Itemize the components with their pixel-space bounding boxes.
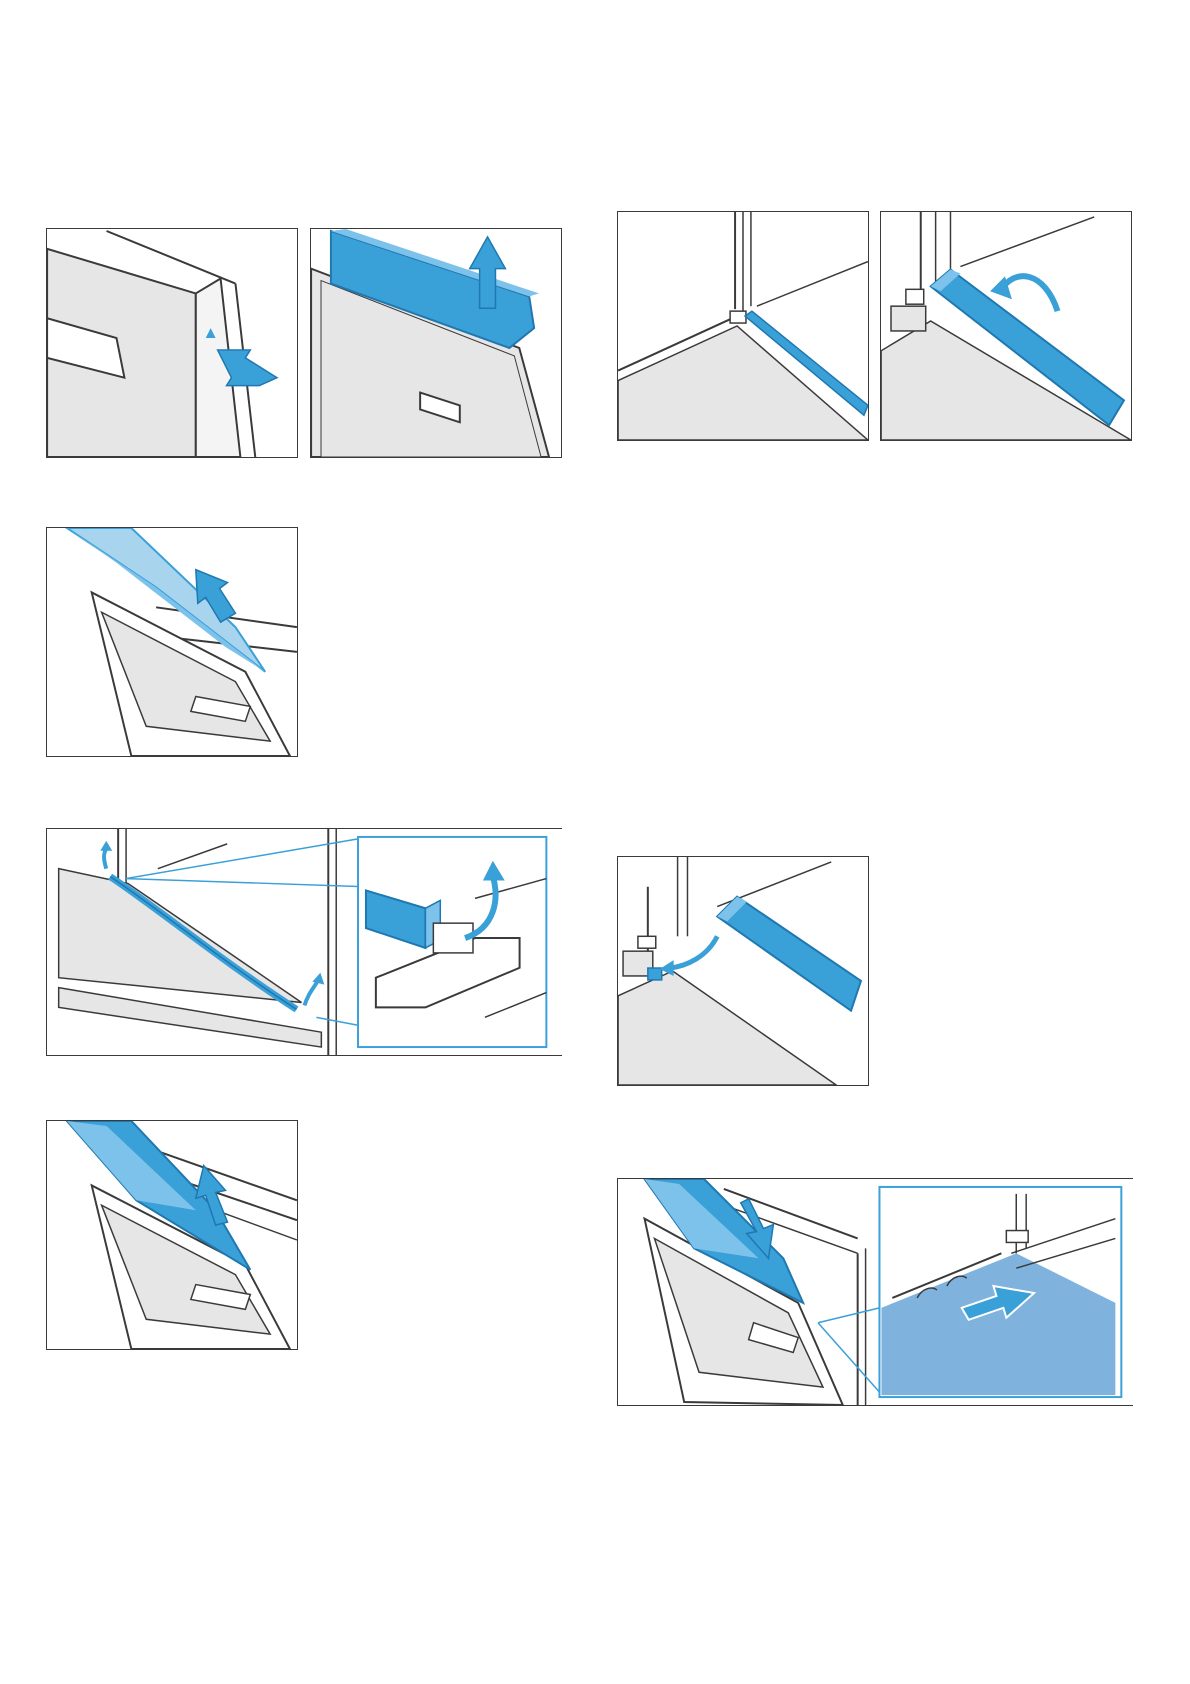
illustration-door-cover xyxy=(311,229,561,457)
fig-lift-off-door-cover xyxy=(310,228,562,458)
illustration-door-release xyxy=(47,229,297,457)
fig-press-door-release xyxy=(46,228,298,458)
seal-strip xyxy=(717,897,861,1011)
illustration-seal-corner xyxy=(618,212,868,440)
fig-remove-outer-glass xyxy=(46,527,298,757)
illustration-seal-removal xyxy=(47,829,562,1055)
fig-seal-corner xyxy=(617,211,869,441)
fig-remove-seal-detail xyxy=(46,828,562,1056)
fig-remove-inner-glass xyxy=(46,1120,298,1350)
illustration-outer-glass xyxy=(47,528,297,756)
fig-clip-seal xyxy=(617,856,869,1086)
illustration-clip-seal xyxy=(618,857,868,1085)
detail-inset xyxy=(879,1187,1121,1397)
fig-flip-seal xyxy=(880,211,1132,441)
illustration-flip-seal xyxy=(881,212,1131,440)
detail-inset xyxy=(358,837,546,1047)
illustration-insert-glass xyxy=(618,1179,1133,1405)
fig-insert-glass-detail xyxy=(617,1178,1133,1406)
curved-arrow-icon xyxy=(660,936,717,976)
illustration-inner-glass xyxy=(47,1121,297,1349)
